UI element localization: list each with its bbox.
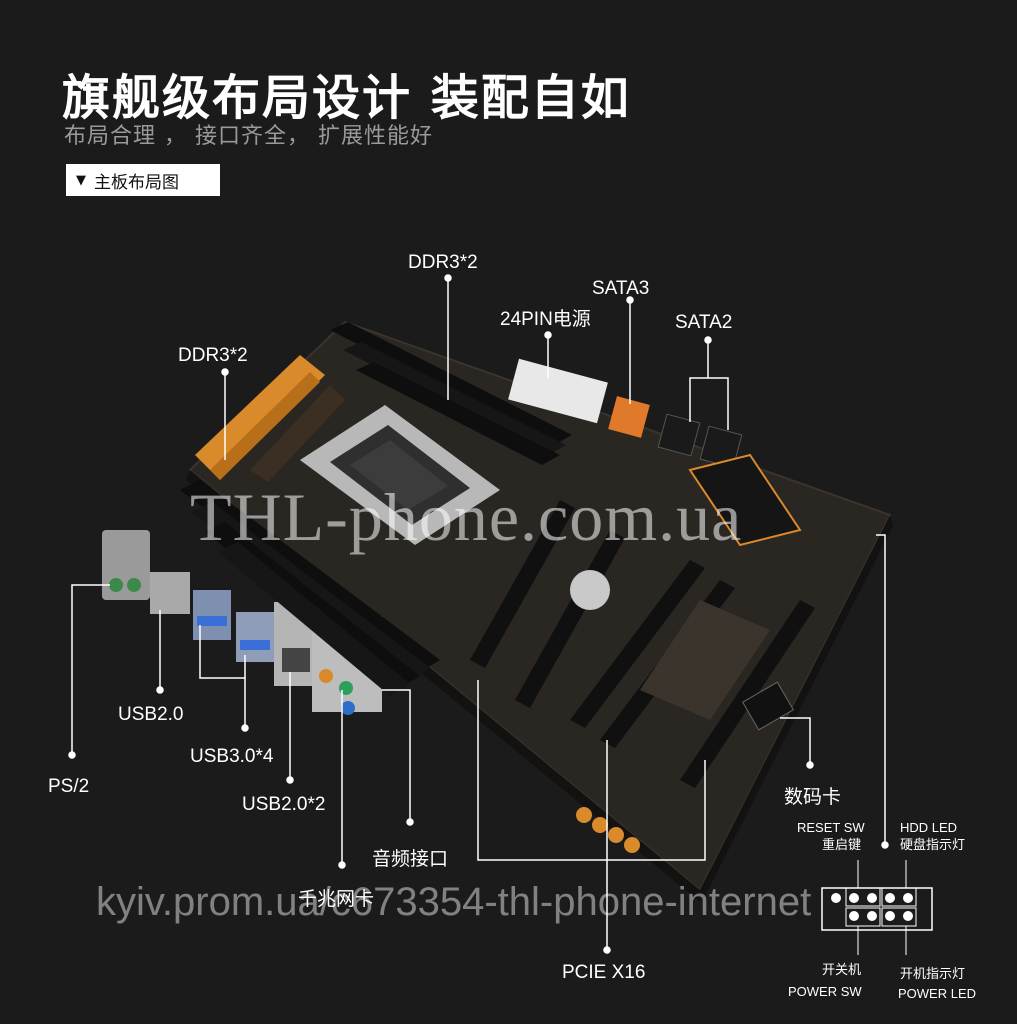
- reset-sw-label: RESET SW: [797, 820, 865, 835]
- page-title: 旗舰级布局设计 装配自如: [62, 70, 631, 126]
- gigabit-lan-label: 千兆网卡: [298, 889, 375, 910]
- power-led-cn-label: 开机指示灯: [900, 966, 966, 981]
- hdd-led-label: HDD LED: [900, 820, 958, 835]
- m2-slot-area: [640, 600, 770, 720]
- sata2-connector-a: [657, 413, 701, 457]
- power-sw-cn-label: 开关机: [822, 962, 862, 977]
- watermark-main: THL-phone.com.ua: [190, 479, 743, 555]
- chipset-heatsink: [688, 453, 802, 547]
- watermark-url: kyiv.prom.ua/c673354-thl-phone-internet: [96, 880, 812, 924]
- sata3-label: SATA3: [592, 278, 650, 299]
- ps2-label: PS/2: [48, 776, 90, 797]
- pcie-x16-label: PCIE X16: [562, 962, 646, 983]
- triangle-down-icon: ▼: [76, 172, 86, 188]
- usb20x2-label: USB2.0*2: [242, 794, 326, 815]
- hdd-led-cn-label: 硬盘指示灯: [900, 837, 966, 852]
- front-panel-header-diagram: [821, 860, 933, 955]
- audio-jack-label: 音频接口: [372, 849, 449, 870]
- callout-lines: [68, 274, 889, 954]
- vrm-heatsink: [195, 355, 345, 482]
- sata3-connector: [608, 396, 650, 438]
- cpu-socket: [300, 405, 500, 545]
- cmos-battery: [570, 570, 610, 610]
- ddr3-top-label: DDR3*2: [408, 252, 478, 273]
- audio-capacitors: [576, 807, 640, 853]
- io-panel: [102, 530, 382, 715]
- power-led-label: POWER LED: [898, 986, 977, 1001]
- power-sw-label: POWER SW: [788, 984, 862, 999]
- sata2-label: SATA2: [675, 312, 733, 333]
- ddr3-left-slots: [180, 480, 440, 696]
- layout-tag-label: 主板布局图: [94, 172, 179, 193]
- power-24pin-connector: [508, 358, 608, 424]
- ddr3-left-label: DDR3*2: [178, 345, 248, 366]
- page-subtitle: 布局合理 ， 接口齐全， 扩展性能好: [64, 124, 433, 149]
- usb30x4-label: USB3.0*4: [190, 746, 274, 767]
- usb20-label: USB2.0: [118, 704, 184, 725]
- reset-sw-cn-label: 重启键: [822, 837, 862, 852]
- debug-led-display: [741, 681, 795, 731]
- debug-card-label: 数码卡: [784, 787, 842, 808]
- layout-tag: ▼ 主板布局图: [66, 164, 220, 196]
- power-24pin-label: 24PIN电源: [500, 309, 591, 330]
- ddr3-top-slots: [330, 322, 572, 465]
